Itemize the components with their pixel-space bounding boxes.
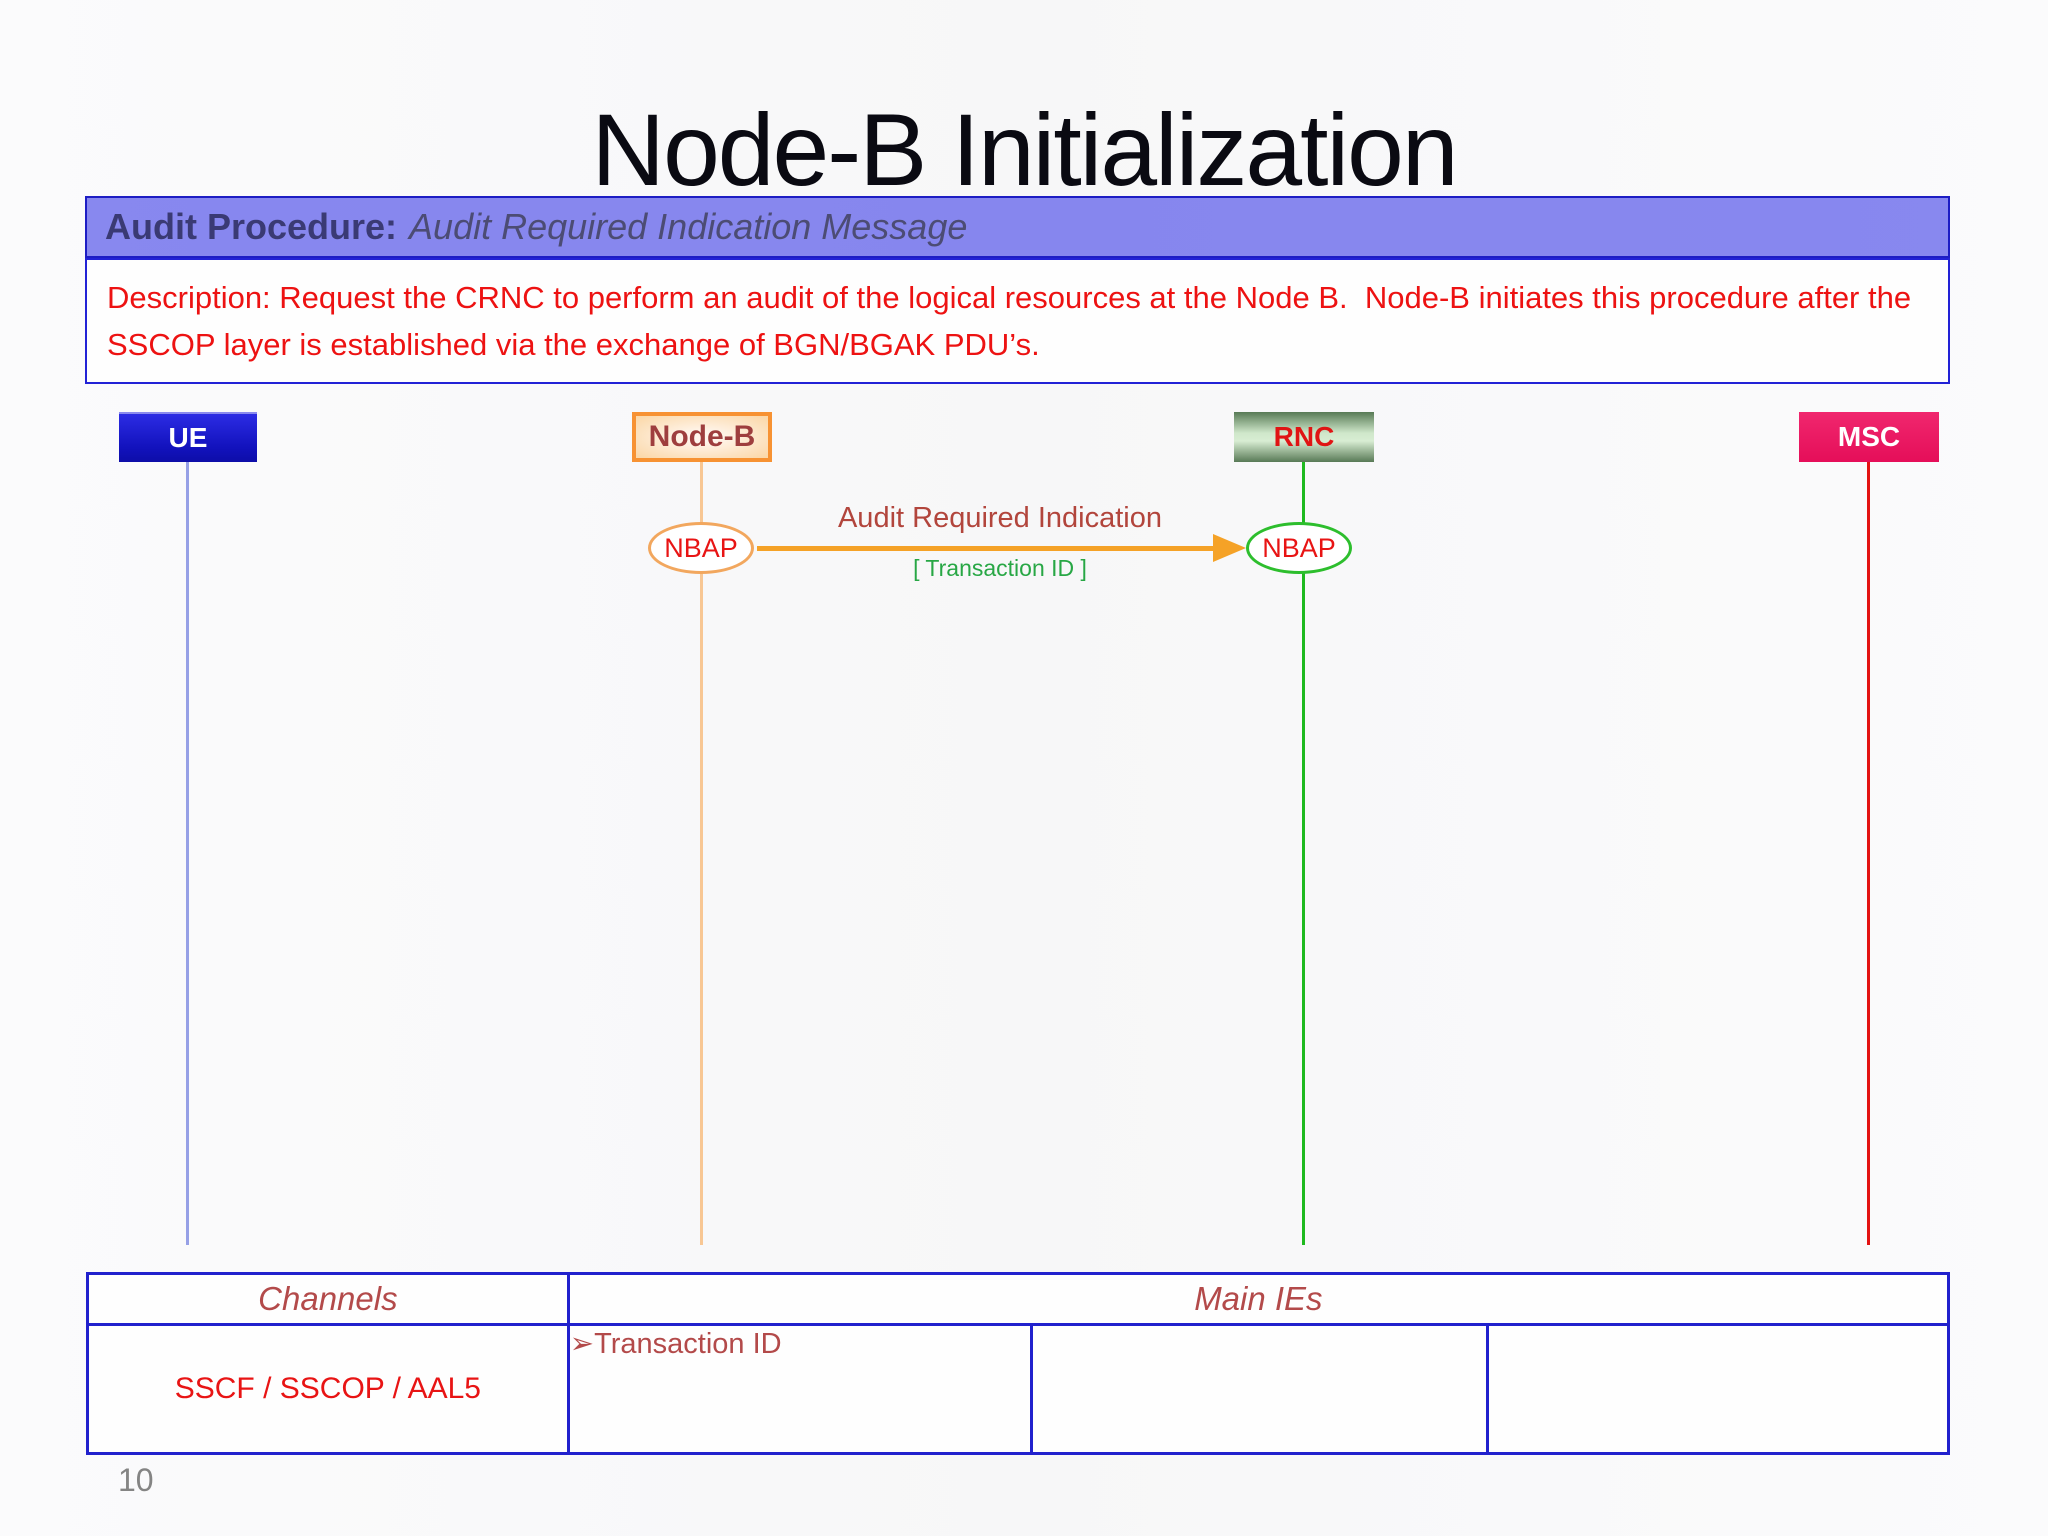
lifeline-rnc (1302, 462, 1305, 1245)
table-header-row: Channels Main IEs (86, 1272, 1951, 1326)
summary-table: Channels Main IEs SSCF / SSCOP / AAL5 ➢T… (86, 1272, 1951, 1455)
main-ie-item: Transaction ID (594, 1328, 782, 1360)
table-body-row: SSCF / SSCOP / AAL5 ➢Transaction ID (86, 1323, 1950, 1455)
nbap-endpoint-rnc: NBAP (1246, 522, 1352, 574)
lifeline-box-msc: MSC (1799, 412, 1939, 462)
description-box: Description: Request the CRNC to perform… (85, 258, 1950, 384)
message-arrow-line (757, 546, 1219, 551)
lifeline-box-rnc: RNC (1234, 412, 1374, 462)
procedure-label: Audit Procedure: (105, 206, 398, 247)
message-label: Audit Required Indication (837, 502, 1163, 534)
procedure-header-bar: Audit Procedure: Audit Required Indicati… (85, 196, 1950, 258)
channels-header-cell: Channels (86, 1272, 570, 1326)
lifeline-ue (186, 462, 189, 1245)
nbap-endpoint-node-b: NBAP (648, 522, 754, 574)
lifeline-box-node-b: Node-B (632, 412, 772, 462)
bullet-arrow-icon: ➢ (569, 1328, 595, 1360)
main-ies-cell-1: ➢Transaction ID (566, 1323, 1033, 1455)
lifeline-box-ue: UE (119, 412, 257, 462)
page-number: 10 (118, 1462, 154, 1498)
channels-value-cell: SSCF / SSCOP / AAL5 (86, 1323, 570, 1455)
lifeline-msc (1867, 462, 1870, 1245)
main-ies-cell-2 (1029, 1323, 1490, 1455)
main-ies-cell-3 (1486, 1323, 1950, 1455)
message-parameters: [ Transaction ID ] (913, 555, 1087, 581)
lifeline-node-b (700, 462, 703, 1245)
message-arrowhead-icon (1213, 534, 1246, 562)
slide-title: Node-B Initialization (591, 93, 1458, 207)
main-ies-header-cell: Main IEs (566, 1272, 1951, 1326)
procedure-value: Audit Required Indication Message (409, 206, 968, 247)
